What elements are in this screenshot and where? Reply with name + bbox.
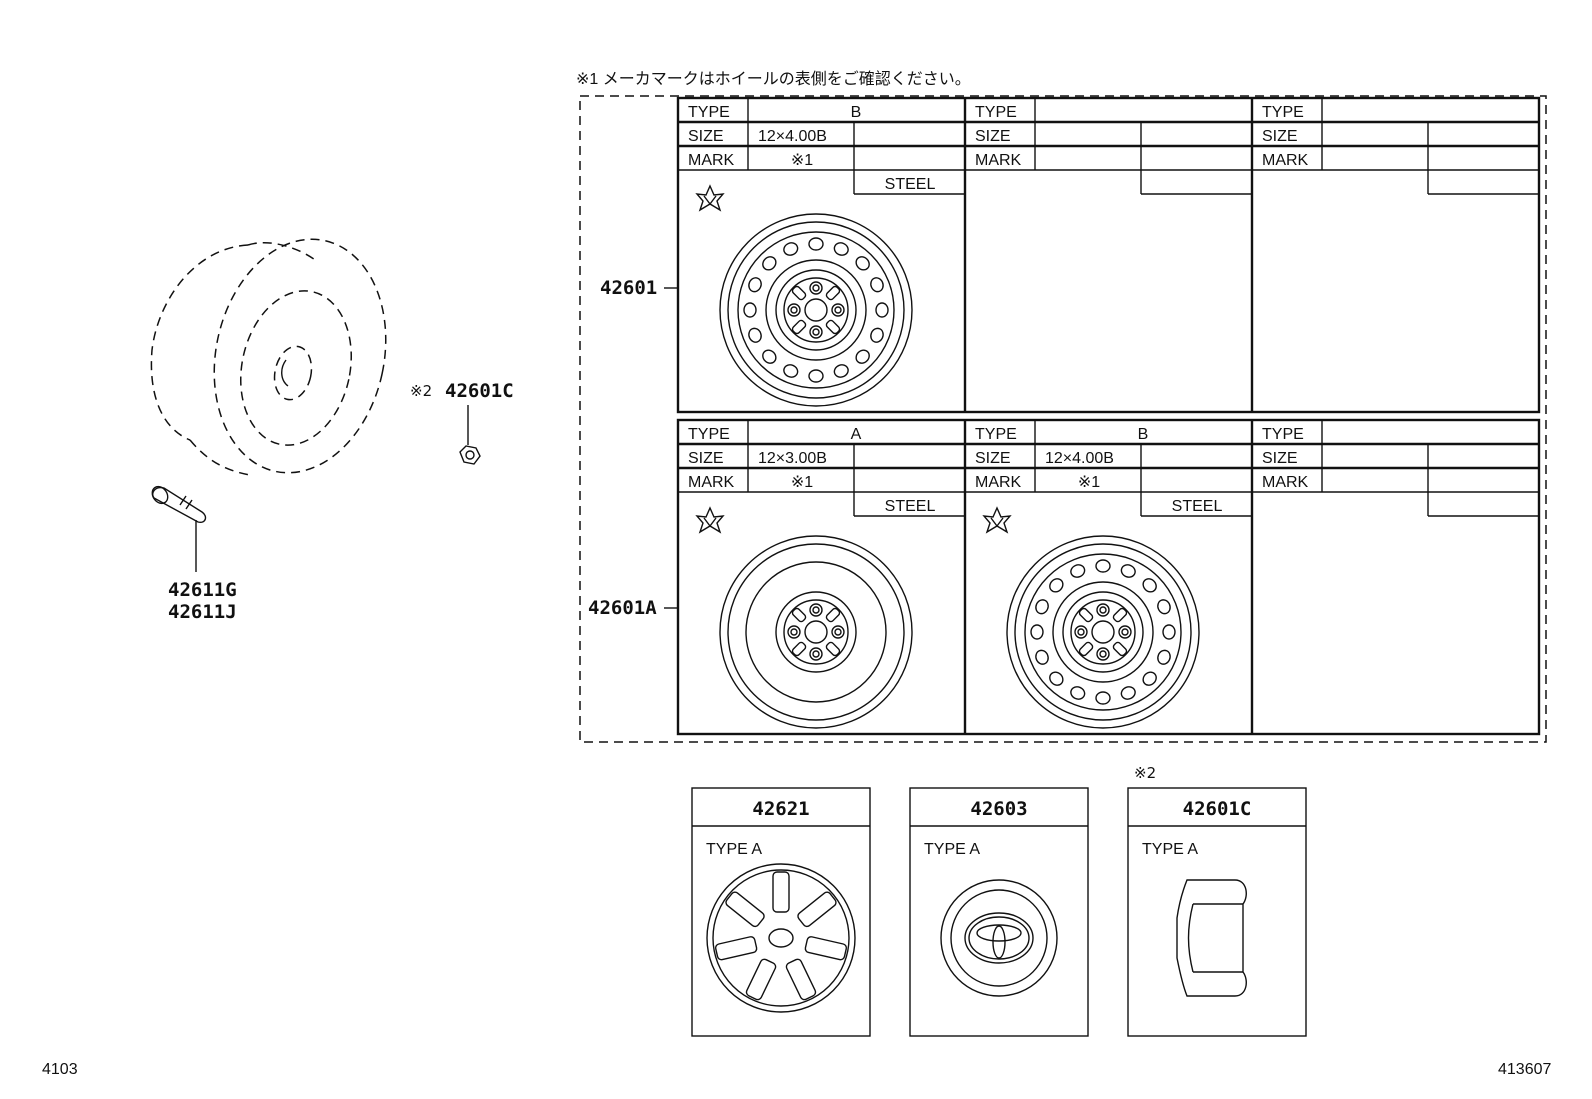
- type-label: TYPE: [1262, 426, 1304, 443]
- tire-wheel-illustration: [150, 238, 387, 476]
- size-label: SIZE: [975, 450, 1011, 467]
- table-block-row2: [676, 418, 1541, 736]
- size-label: SIZE: [688, 450, 724, 467]
- type-label: TYPE: [688, 426, 730, 443]
- nut-ref-mark: ※2: [410, 382, 432, 400]
- accessory-box: 42601C TYPE A ※2: [1127, 764, 1307, 1037]
- accessory-ref-mark: ※2: [1134, 764, 1156, 782]
- spec-cell: TYPE SIZE MARK: [1250, 98, 1539, 412]
- hub-nut-icon: [1176, 879, 1247, 997]
- wheel-cover-icon: [706, 863, 856, 1013]
- spec-cell: TYPE SIZE MARK: [963, 98, 1252, 412]
- size-value: 12×4.00B: [758, 128, 827, 145]
- mark-label: MARK: [1262, 152, 1309, 169]
- material-value: STEEL: [885, 176, 936, 193]
- steel-wheel-holes-icon: [1006, 535, 1200, 729]
- mark-label: MARK: [975, 152, 1022, 169]
- mark-label: MARK: [1262, 474, 1309, 491]
- type-label: TYPE: [688, 104, 730, 121]
- mark-value: ※1: [791, 152, 813, 169]
- valve-code-1: 42611G: [168, 579, 237, 601]
- table-outer-frame: [579, 95, 1547, 743]
- type-label: TYPE: [975, 104, 1017, 121]
- footer-left-code: 4103: [42, 1061, 78, 1078]
- type-value: B: [851, 104, 862, 121]
- hub-nut-small-icon: [459, 405, 481, 465]
- row2-part-label: 42601A: [588, 597, 657, 619]
- maker-mark-icon: [695, 184, 725, 212]
- mark-value: ※1: [791, 474, 813, 491]
- mark-label: MARK: [688, 152, 735, 169]
- accessory-type-label: TYPE A: [1142, 841, 1198, 858]
- size-value: 12×3.00B: [758, 450, 827, 467]
- size-value: 12×4.00B: [1045, 450, 1114, 467]
- steel-wheel-holes-icon: [719, 213, 913, 407]
- spec-cell: TYPE SIZE MARK: [1250, 420, 1539, 734]
- valve-code-2: 42611J: [168, 601, 237, 623]
- note-header: ※1 メーカマークはホイールの表側をご確認ください。: [576, 70, 971, 88]
- material-value: STEEL: [885, 498, 936, 515]
- type-label: TYPE: [975, 426, 1017, 443]
- footer-right-code: 413607: [1498, 1061, 1551, 1078]
- mark-label: MARK: [975, 474, 1022, 491]
- size-label: SIZE: [1262, 450, 1298, 467]
- material-value: STEEL: [1172, 498, 1223, 515]
- type-value: B: [1138, 426, 1149, 443]
- steel-wheel-plain-icon: [719, 535, 913, 729]
- accessory-code: 42601C: [1183, 798, 1252, 820]
- size-label: SIZE: [1262, 128, 1298, 145]
- accessory-type-label: TYPE A: [706, 841, 762, 858]
- nut-part-code: 42601C: [445, 380, 514, 402]
- table-block-row1: [676, 96, 1541, 414]
- type-label: TYPE: [1262, 104, 1304, 121]
- mark-label: MARK: [688, 474, 735, 491]
- row1-part-label: 42601: [600, 277, 657, 299]
- maker-mark-icon: [695, 506, 725, 534]
- maker-mark-icon: [982, 506, 1012, 534]
- wheel-spec-table: TYPESIZEMARKB12×4.00B※1STEELTYPESIZEMARK…: [676, 96, 1541, 736]
- accessory-code: 42621: [752, 798, 809, 820]
- valve-stem-icon: [151, 485, 207, 572]
- center-cap-icon: [940, 879, 1058, 997]
- size-label: SIZE: [688, 128, 724, 145]
- accessory-code: 42603: [970, 798, 1027, 820]
- accessory-type-label: TYPE A: [924, 841, 980, 858]
- type-value: A: [851, 426, 862, 443]
- mark-value: ※1: [1078, 474, 1100, 491]
- size-label: SIZE: [975, 128, 1011, 145]
